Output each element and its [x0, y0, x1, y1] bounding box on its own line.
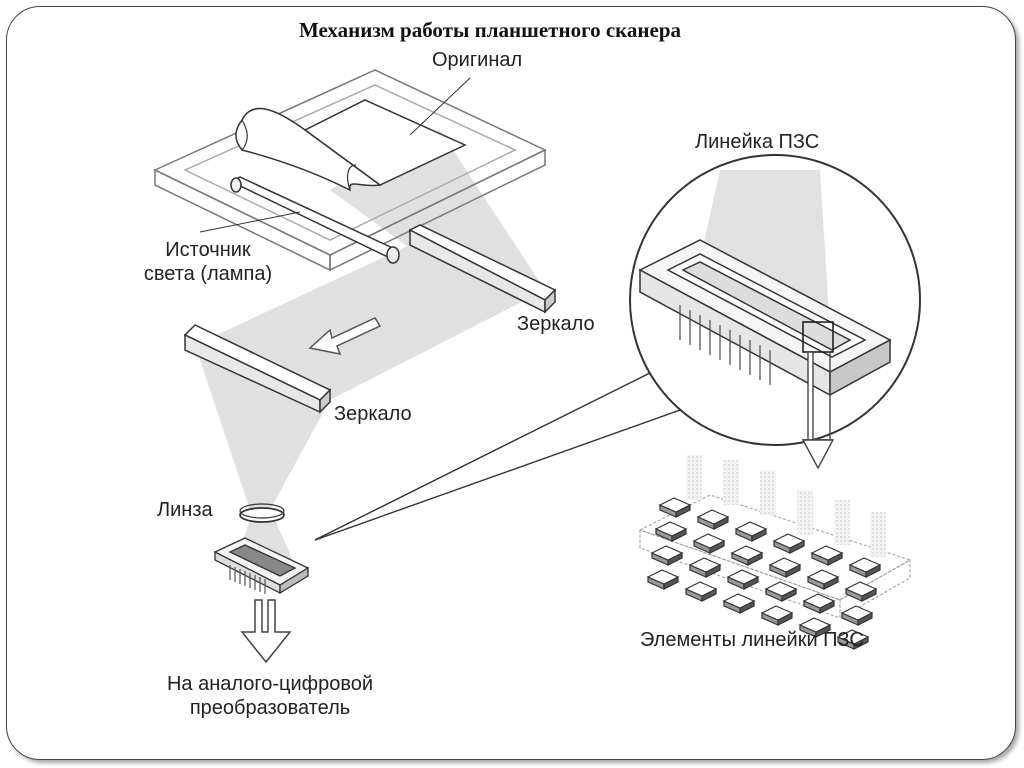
label-light-source: Источник света (лампа) [128, 238, 288, 286]
ccd-cell [654, 521, 688, 537]
lamp-tube [199, 176, 400, 264]
ccd-cell [696, 509, 730, 525]
zoom-callout [314, 371, 681, 541]
elements-zoom-arrow [801, 351, 835, 470]
ccd-cell [840, 605, 874, 621]
large-ccd-chip [638, 239, 892, 397]
small-ccd-chip [213, 537, 310, 595]
label-adc-line1: На аналого-цифровой [166, 673, 374, 695]
output-arrow [240, 599, 292, 664]
ccd-cell [692, 533, 726, 549]
ccd-cell [684, 581, 718, 597]
label-light-source-line1: Источник [165, 239, 251, 261]
scan-direction-arrow [308, 317, 382, 356]
ccd-cell [768, 557, 802, 573]
ccd-elements-grid [638, 455, 912, 650]
ccd-cell [722, 593, 756, 609]
ccd-cell [802, 593, 836, 609]
mirror-bottom-shape [183, 324, 332, 414]
ccd-cell [798, 617, 832, 633]
ccd-cell [650, 545, 684, 561]
diagram-title: Механизм работы планшетного сканера [298, 18, 682, 42]
ccd-cell [848, 557, 882, 573]
label-adc-line2: преобразователь [189, 697, 351, 719]
label-lens: Линза [157, 499, 213, 521]
lens-shape [239, 503, 285, 523]
original-document [235, 77, 471, 192]
label-ccd-elements: Элементы линейки ПЗС [640, 629, 864, 651]
label-mirror-bottom: Зеркало [334, 403, 412, 425]
ccd-cell [734, 521, 768, 537]
ccd-cell [836, 629, 870, 645]
label-original: Оригинал [432, 49, 523, 71]
label-ccd-line: Линейка ПЗС [695, 131, 820, 153]
label-mirror-top: Зеркало [517, 313, 595, 335]
ccd-cell [772, 533, 806, 549]
label-light-source-line2: света (лампа) [143, 263, 273, 285]
label-adc: На аналого-цифровой преобразователь [120, 672, 420, 720]
ccd-cell [806, 569, 840, 585]
ccd-cell [844, 581, 878, 597]
ccd-cell [688, 557, 722, 573]
mirror-top-shape [408, 224, 557, 314]
scanner-glass-plate [153, 69, 547, 272]
ccd-cell [646, 569, 680, 585]
ccd-cell [810, 545, 844, 561]
ccd-cell [726, 569, 760, 585]
ccd-cell [730, 545, 764, 561]
ccd-cell [658, 497, 692, 513]
ccd-cell [760, 605, 794, 621]
ccd-cell [764, 581, 798, 597]
